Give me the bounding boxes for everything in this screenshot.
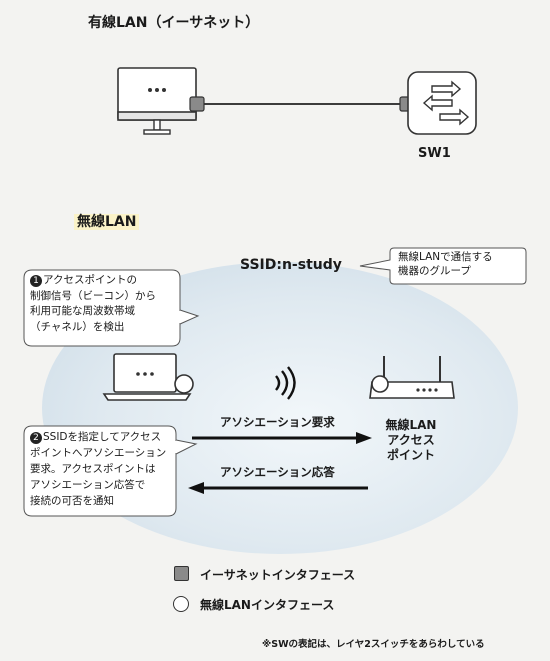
footnote: ※SWの表記は、レイヤ2スイッチをあらわしている <box>262 639 485 650</box>
association-response-arrow <box>188 482 368 494</box>
laptop-icon <box>102 353 194 401</box>
access-point-label-line: 無線LAN <box>385 418 437 432</box>
ssid-label: SSID:n-study <box>240 257 342 273</box>
callout-1-line: （チャネル）を検出 <box>30 320 125 333</box>
callout-2-line: 接続の可否を通知 <box>30 495 114 507</box>
callout-1-line: 利用可能な周波数帯域 <box>30 305 135 317</box>
wireless-port-icon <box>371 375 389 393</box>
callout-1-line: 制御信号（ビーコン）から <box>30 289 156 302</box>
step-1-badge: 1 <box>30 275 42 287</box>
legend-ethernet: イーサネットインタフェース <box>200 568 356 582</box>
wireless-lan-title-text: 無線LAN <box>74 214 140 230</box>
callout-2-line: アソシエーション応答で <box>30 479 146 491</box>
callout-2-line: ポイントへアソシエーション <box>30 447 167 459</box>
wireless-port-legend-icon <box>173 596 189 612</box>
switch-label: SW1 <box>418 146 451 161</box>
ssid-callout-line: 無線LANで通信する <box>398 251 493 263</box>
callout-2-line: SSIDを指定してアクセス <box>43 431 162 443</box>
access-point-label: 無線LAN アクセス ポイント <box>381 418 441 463</box>
callout-2-line: 要求。アクセスポイントは <box>30 463 156 475</box>
switch-icon <box>407 71 477 135</box>
step-2-badge: 2 <box>30 432 42 444</box>
ssid-callout-line: 機器のグループ <box>398 265 471 277</box>
association-request-arrow <box>192 432 372 444</box>
access-point-label-line: ポイント <box>386 448 435 462</box>
ethernet-port-legend-icon <box>174 566 189 581</box>
legend-wireless: 無線LANインタフェース <box>200 598 335 612</box>
wireless-port-icon <box>174 374 194 394</box>
ssid-callout: 無線LANで通信する 機器のグループ <box>398 250 493 278</box>
desktop-pc-icon <box>117 67 197 135</box>
wifi-signal-icon <box>275 366 296 400</box>
ethernet-port-icon <box>189 96 205 112</box>
callout-1-line: アクセスポイントの <box>43 274 137 286</box>
association-request-label: アソシエーション要求 <box>220 415 335 429</box>
ssid-callout-shape <box>359 247 527 285</box>
access-point-label-line: アクセス <box>387 433 435 447</box>
access-point-icon <box>369 356 455 399</box>
callout-2-shape <box>23 425 198 517</box>
callout-1-shape <box>23 269 200 347</box>
association-response-label: アソシエーション応答 <box>220 465 335 479</box>
wireless-lan-title: 無線LAN <box>74 211 140 231</box>
wired-lan-diagram <box>117 67 477 135</box>
wired-lan-title: 有線LAN（イーサネット） <box>88 15 260 31</box>
